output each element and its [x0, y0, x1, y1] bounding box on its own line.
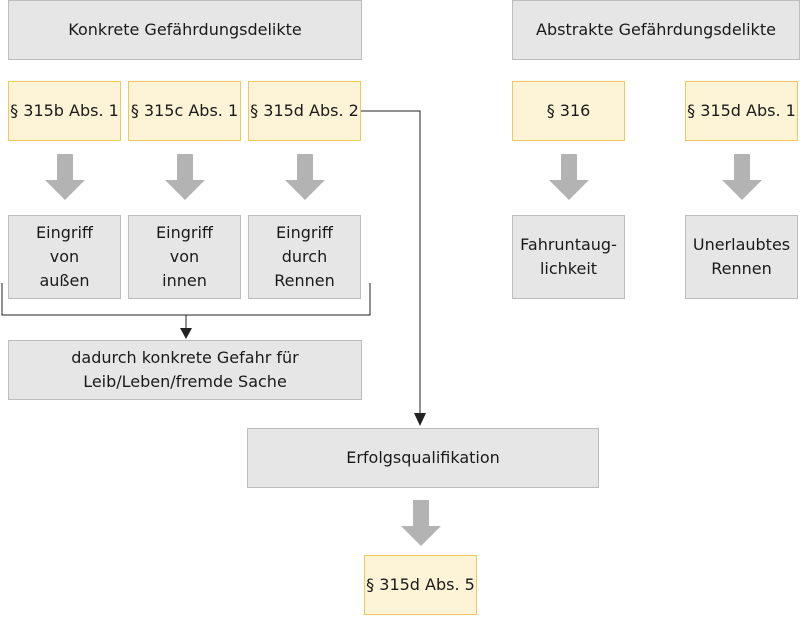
result-box-eingriff-von-innen: Eingriff von innen — [128, 215, 241, 299]
law-box-315b-1: § 315b Abs. 1 — [8, 81, 121, 141]
down-arrow-icon — [401, 500, 441, 548]
result-box-fahruntauglichkeit: Fahruntaug- lichkeit — [512, 215, 625, 299]
down-arrow-icon — [165, 154, 205, 202]
down-arrow-icon — [549, 154, 589, 202]
concrete-offenses-header: Konkrete Gefährdungsdelikte — [8, 0, 362, 60]
result-box-eingriff-von-aussen: Eingriff von außen — [8, 215, 121, 299]
arrowhead-icon — [414, 413, 426, 426]
bracket-connector — [1, 283, 371, 316]
law-box-315c-1: § 315c Abs. 1 — [128, 81, 241, 141]
down-arrow-icon — [722, 154, 762, 202]
down-arrow-icon — [45, 154, 85, 202]
law-box-315d-1: § 315d Abs. 1 — [685, 81, 798, 141]
down-arrow-icon — [285, 154, 325, 202]
concrete-danger-box: dadurch konkrete Gefahr für Leib/Leben/f… — [8, 340, 362, 400]
qualification-connector — [361, 110, 421, 414]
arrowhead-icon — [180, 328, 192, 339]
result-box-unerlaubtes-rennen: Unerlaubtes Rennen — [685, 215, 798, 299]
abstract-offenses-header: Abstrakte Gefährdungsdelikte — [512, 0, 800, 60]
success-qualification-box: Erfolgsqualifikation — [247, 428, 599, 488]
law-box-315d-2: § 315d Abs. 2 — [248, 81, 361, 141]
law-box-315d-5: § 315d Abs. 5 — [364, 555, 477, 615]
result-box-eingriff-durch-rennen: Eingriff durch Rennen — [248, 215, 361, 299]
law-box-316: § 316 — [512, 81, 625, 141]
